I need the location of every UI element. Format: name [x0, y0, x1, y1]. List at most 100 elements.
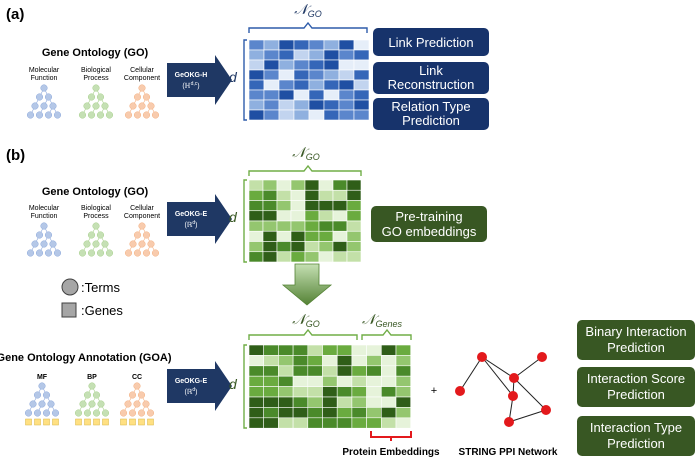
matrix-cell	[278, 344, 294, 356]
matrix-cell	[293, 79, 310, 91]
task-2-line-1: Prediction	[607, 436, 665, 451]
matrix-cell	[366, 417, 382, 429]
matrix-cell	[263, 355, 279, 367]
matrix-cell	[293, 89, 310, 101]
matrix-cell	[248, 49, 265, 61]
term-node	[137, 391, 146, 399]
matrix-cell	[351, 375, 367, 387]
matrix-cell	[292, 375, 309, 387]
term-node	[33, 409, 42, 417]
matrix-cell	[263, 407, 279, 419]
term-node	[92, 240, 100, 248]
matrix-cell	[307, 355, 323, 367]
term-node	[129, 102, 137, 110]
matrix-cell	[318, 179, 334, 191]
panel-b-ontology-trees	[26, 222, 160, 257]
term-node	[24, 409, 33, 417]
term-node	[40, 102, 48, 110]
matrix-cell	[278, 365, 294, 377]
matrix-cell	[338, 69, 355, 81]
matrix-cell	[351, 344, 367, 356]
term-node	[83, 240, 91, 248]
matrix-cell	[366, 355, 382, 367]
term-node	[53, 249, 62, 257]
matrix-cell	[262, 200, 278, 212]
matrix-cell	[278, 79, 295, 91]
term-node	[138, 102, 146, 110]
matrix-cell	[380, 375, 397, 387]
task-binary-interaction: Binary Interaction Prediction	[577, 320, 695, 360]
matrix-cell	[293, 99, 310, 111]
panel-a-ontology-trees	[26, 84, 160, 119]
matrix-cell	[304, 179, 320, 191]
term-node	[101, 409, 110, 417]
matrix-cell	[322, 417, 338, 429]
panel-b-model-arrow: GeOKG-E (ℝd)	[167, 194, 232, 244]
ppi-node	[508, 391, 518, 401]
panel-b-arrow2-label: GeOKG-E	[175, 378, 208, 385]
goa-cc-label: CC	[132, 374, 142, 381]
matrix-cell	[332, 210, 348, 222]
matrix-cell	[338, 49, 355, 61]
matrix-cell	[290, 179, 306, 191]
term-node	[151, 249, 160, 257]
ppi-node	[537, 352, 547, 362]
term-node	[124, 111, 133, 119]
matrix-cell	[338, 39, 355, 51]
matrix-cell	[395, 386, 411, 398]
term-node	[138, 240, 146, 248]
matrix-cell	[351, 407, 367, 419]
matrix-cell	[366, 386, 382, 398]
panel-a-task-1-line-1: Reconstruction	[388, 77, 475, 92]
matrix-cell	[304, 189, 320, 201]
matrix-cell	[323, 39, 340, 51]
matrix-cell	[307, 386, 323, 398]
matrix-cell	[332, 241, 348, 253]
matrix-cell	[366, 344, 382, 356]
matrix-cell	[263, 109, 280, 121]
matrix-cell	[278, 396, 294, 408]
matrix-cell	[332, 230, 348, 242]
matrix-cell	[263, 386, 279, 398]
matrix-cell	[248, 220, 264, 232]
matrix2-left-bracket	[243, 344, 247, 429]
matrix-cell	[353, 89, 370, 101]
panel-b-matrix-top-label: 𝒩GO	[292, 144, 319, 162]
protein-embeddings-bracket	[370, 431, 412, 438]
matrix-cell	[248, 396, 264, 408]
term-node	[151, 111, 160, 119]
term-node	[26, 249, 35, 257]
term-node	[26, 111, 35, 119]
matrix-cell	[380, 407, 397, 419]
task-1-line-0: Interaction Score	[587, 371, 685, 386]
matrix-cell	[395, 375, 411, 387]
matrix-cell	[248, 355, 264, 367]
matrix-cell	[332, 220, 348, 232]
panel-b-pretraining-box: Pre-training GO embeddings	[371, 206, 487, 242]
term-node	[133, 400, 141, 408]
matrix-cell	[276, 189, 292, 201]
matrix-cell	[278, 386, 294, 398]
matrix-cell	[336, 417, 353, 429]
matrix-cell	[262, 251, 278, 263]
gene-node	[25, 418, 32, 426]
matrix-cell	[318, 251, 334, 263]
matrix-cell	[308, 39, 325, 51]
matrix-cell	[304, 251, 320, 263]
term-node	[35, 111, 44, 119]
matrix-cell	[248, 344, 264, 356]
matrix-cell	[336, 365, 353, 377]
matrix-cell	[323, 79, 340, 91]
panel-a-matrix-left-bracket	[243, 39, 247, 121]
term-node	[105, 249, 114, 257]
panel-b-dim-label-2: d	[229, 376, 238, 392]
matrix-cell	[353, 109, 370, 121]
matrix-cell	[395, 344, 411, 356]
term-node	[31, 102, 39, 110]
term-node	[133, 382, 141, 390]
matrix-cell	[322, 396, 338, 408]
goa-mf-label: MF	[37, 374, 48, 381]
term-node	[133, 111, 142, 119]
